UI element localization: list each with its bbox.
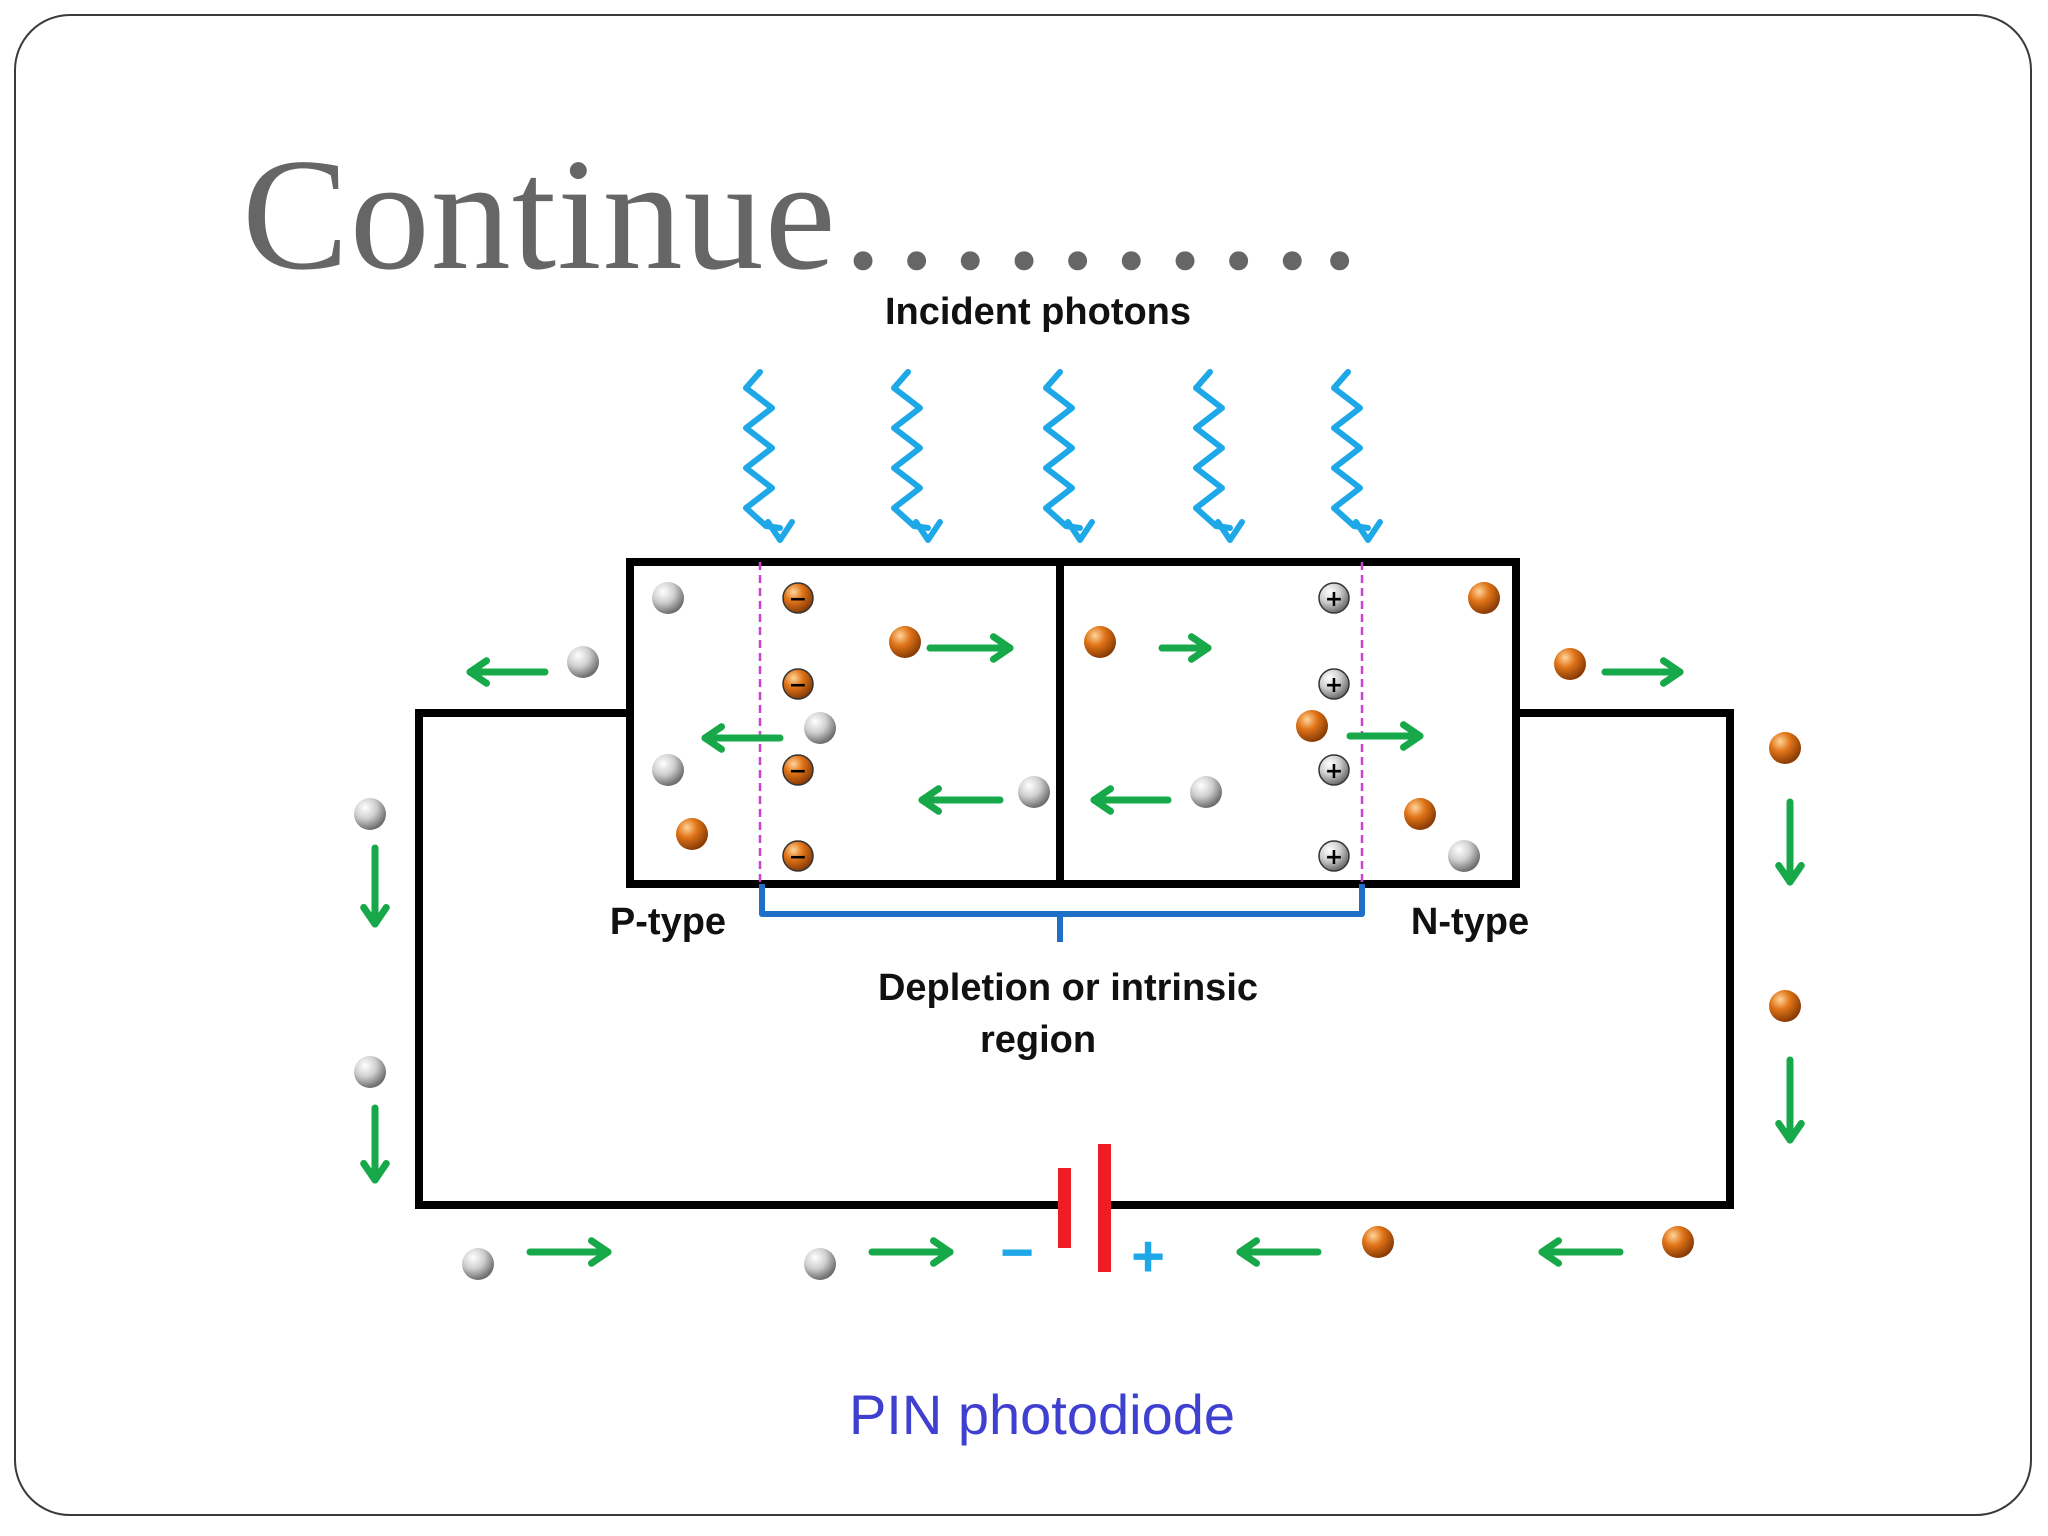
donor-ion-2: + [1318,668,1350,700]
photon-5 [1331,369,1383,543]
donor-ion-1: + [1318,582,1350,614]
hole-6 [1190,776,1222,808]
carrier-flow-arrows [360,633,1805,1267]
hole-7 [1448,840,1480,872]
incident-photons [743,369,1383,543]
svg-text:+: + [1325,845,1343,870]
electron-9 [1769,990,1801,1022]
circuit-wire [415,709,1734,1209]
flow-arrow-4 [1158,633,1212,663]
electron-4 [1554,648,1586,680]
flow-arrow-13 [526,1237,612,1267]
donor-ion-4: + [1318,840,1350,872]
hole-3 [804,712,836,744]
photon-2 [891,369,943,543]
depletion-label-line1: Depletion or intrinsic [878,967,1258,1009]
hole-1 [652,582,684,614]
flow-arrow-3 [926,633,1014,663]
battery: − + [1000,1144,1165,1289]
slide-title: Continue………. [242,125,1361,303]
electron-10 [1362,1226,1394,1258]
svg-text:−: − [789,673,807,698]
flow-arrow-2 [701,723,784,753]
photon-3 [1043,369,1095,543]
electron-2 [889,626,921,658]
hole-9 [354,1056,386,1088]
battery-minus-sign: − [1000,1220,1034,1285]
battery-plate-short [1058,1168,1071,1248]
svg-text:+: + [1325,759,1343,784]
flow-arrow-10 [360,1104,390,1184]
flow-arrow-8 [1601,657,1684,687]
photon-1 [743,369,795,543]
flow-arrow-9 [360,844,390,928]
flow-arrow-7 [1346,721,1424,751]
acceptor-ion-2: − [782,668,814,700]
hole-5 [1018,776,1050,808]
photon-4 [1193,369,1245,543]
svg-text:+: + [1325,587,1343,612]
acceptor-ion-4: − [782,840,814,872]
svg-text:−: − [789,759,807,784]
n-type-label: N-type [1411,901,1529,943]
hole-2 [567,646,599,678]
donor-ion-3: + [1318,754,1350,786]
p-type-label: P-type [610,901,726,943]
hole-10 [462,1248,494,1280]
battery-plus-sign: + [1131,1224,1165,1289]
flow-arrow-14 [868,1237,954,1267]
electron-3 [1084,626,1116,658]
battery-plate-long [1098,1144,1111,1272]
incident-photons-label: Incident photons [885,291,1191,333]
flow-arrow-15 [1236,1237,1322,1267]
slide-frame: Continue………. [14,14,2032,1516]
flow-arrow-6 [1090,785,1172,815]
electron-5 [1296,710,1328,742]
acceptor-ion-3: − [782,754,814,786]
flow-arrow-5 [918,785,1004,815]
flow-arrow-11 [1775,798,1805,886]
electron-11 [1662,1226,1694,1258]
svg-text:−: − [789,587,807,612]
svg-text:+: + [1325,673,1343,698]
electron-7 [1404,798,1436,830]
depletion-bracket [759,884,1365,942]
acceptor-ion-1: − [782,582,814,614]
diagram-caption: PIN photodiode [849,1383,1235,1446]
hole-11 [804,1248,836,1280]
flow-arrow-1 [466,657,549,687]
flow-arrow-16 [1538,1237,1624,1267]
hole-4 [652,754,684,786]
electron-6 [676,818,708,850]
svg-text:−: − [789,845,807,870]
hole-8 [354,798,386,830]
diode-body [626,558,1520,888]
electron-1 [1468,582,1500,614]
electron-8 [1769,732,1801,764]
depletion-label-line2: region [980,1019,1096,1061]
flow-arrow-12 [1775,1056,1805,1144]
charge-carriers: − − − − + + + + [354,582,1801,1280]
